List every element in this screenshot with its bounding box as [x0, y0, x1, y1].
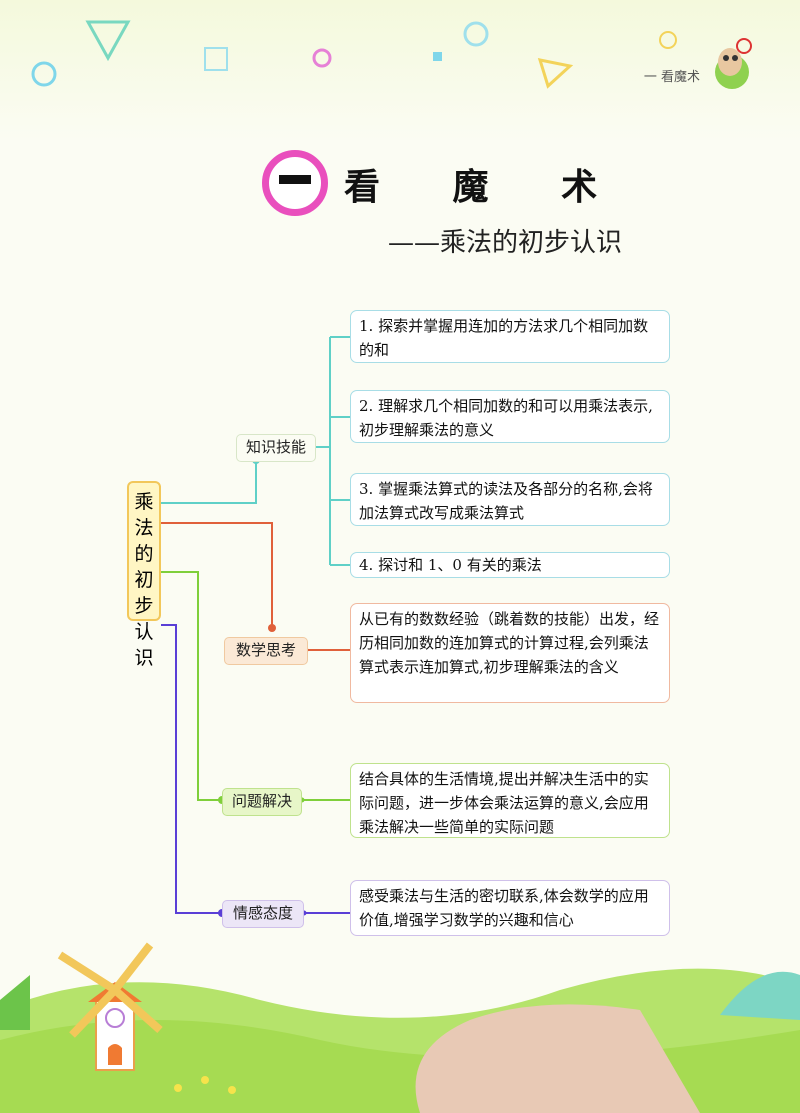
root-char: 乘 [134, 491, 154, 513]
section-header-label: 一 看魔术 [643, 70, 700, 85]
connector-problem [161, 571, 222, 801]
header-background [0, 0, 800, 140]
root-char: 认 [134, 621, 154, 643]
root-char: 法 [134, 517, 154, 539]
triangle-shape [537, 58, 574, 89]
decorative-shapes [31, 20, 677, 89]
page-subtitle: ——乘法的初步认识 [388, 228, 623, 258]
attitude-box: 感受乘法与生活的密切联系,体会数学的应用价值,增强学习数学的兴趣和信心 [350, 880, 670, 936]
branch-knowledge-label: 知识技能 [236, 434, 316, 462]
knowledge-item-4: 4. 探讨和 1、0 有关的乘法 [350, 552, 670, 578]
math-thinking-box: 从已有的数数经验（跳着数的技能）出发，经历相同加数的连加算式的计算过程,会列乘法… [350, 603, 670, 703]
title-number-circle [262, 150, 328, 216]
connector-knowledge [161, 461, 257, 504]
root-char: 的 [134, 543, 154, 565]
branch-math-thinking-label: 数学思考 [224, 637, 308, 665]
connector-attitude [161, 624, 222, 914]
root-char: 初 [134, 569, 154, 591]
circle-shape [659, 31, 677, 49]
circle-shape [312, 48, 332, 68]
branch-problem-solving-label: 问题解决 [222, 788, 302, 816]
mascot-icon [715, 38, 752, 89]
square-shape [204, 47, 228, 71]
triangle-shape [85, 20, 131, 62]
connector-math [161, 522, 273, 625]
connector-dot [268, 624, 276, 632]
circle-shape [31, 61, 57, 87]
root-char: 步 [134, 595, 154, 617]
root-char: 识 [134, 647, 154, 669]
knowledge-item-1: 1. 探索并掌握用连加的方法求几个相同加数的和 [350, 310, 670, 363]
knowledge-item-2: 2. 理解求几个相同加数的和可以用乘法表示,初步理解乘法的意义 [350, 390, 670, 443]
knowledge-item-3: 3. 掌握乘法算式的读法及各部分的名称,会将加法算式改写成乘法算式 [350, 473, 670, 526]
problem-solving-box: 结合具体的生活情境,提出并解决生活中的实际问题，进一步体会乘法运算的意义,会应用… [350, 763, 670, 838]
square-shape [433, 52, 442, 61]
title-text: 看 魔 术 [344, 167, 628, 208]
circle-shape [463, 21, 489, 47]
branch-attitude-label: 情感态度 [222, 900, 304, 928]
root-node: 乘 法 的 初 步 认 识 [127, 481, 161, 669]
